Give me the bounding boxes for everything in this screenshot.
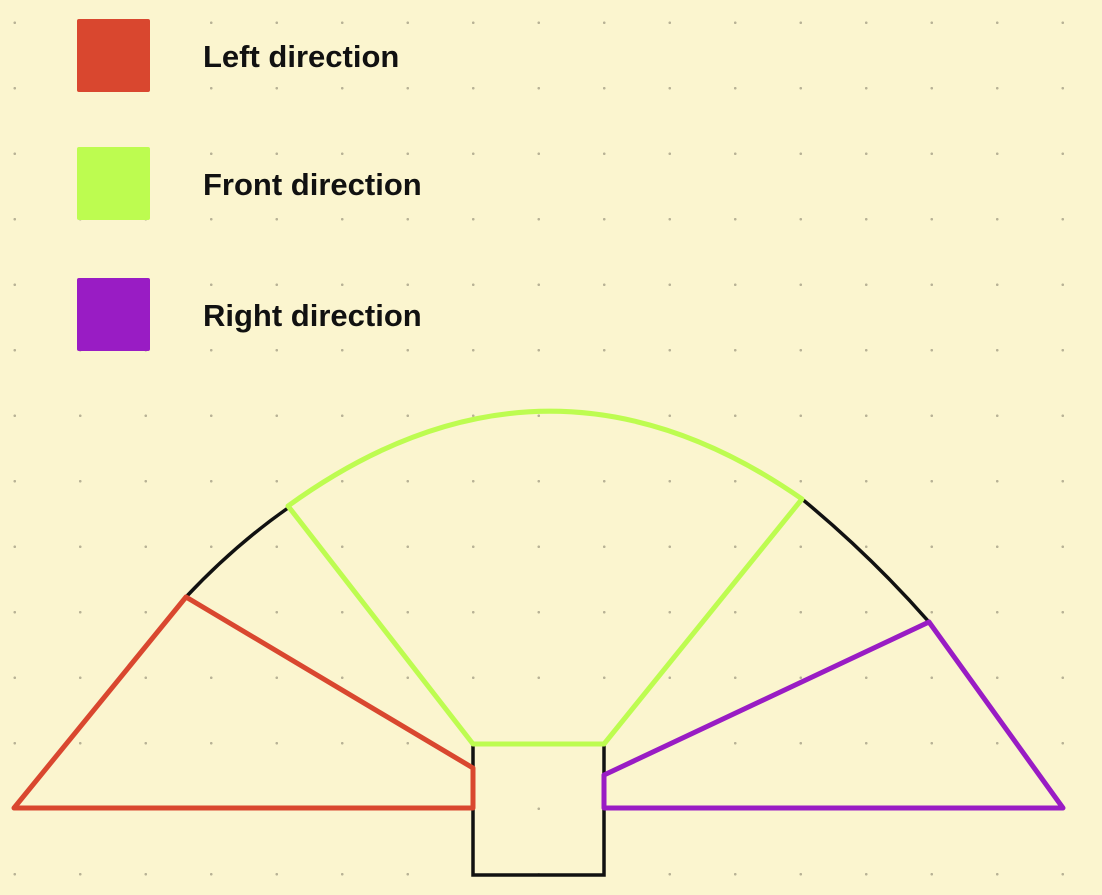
legend-item-right: Right direction [0,278,520,352]
vehicle-box [471,745,606,877]
legend-item-front: Front direction [0,147,520,221]
front-direction-zone [285,408,805,747]
left-direction-swatch [77,19,150,92]
right-direction-label: Right direction [203,298,422,333]
arc-left-outline [184,506,290,599]
arc-right-outline [800,497,931,624]
front-direction-swatch [77,147,150,220]
front-direction-label: Front direction [203,167,422,202]
left-direction-label: Left direction [203,39,400,74]
right-direction-swatch [77,278,150,351]
left-direction-zone [11,594,476,811]
right-direction-zone [601,619,1066,811]
legend-item-left: Left direction [0,19,520,93]
